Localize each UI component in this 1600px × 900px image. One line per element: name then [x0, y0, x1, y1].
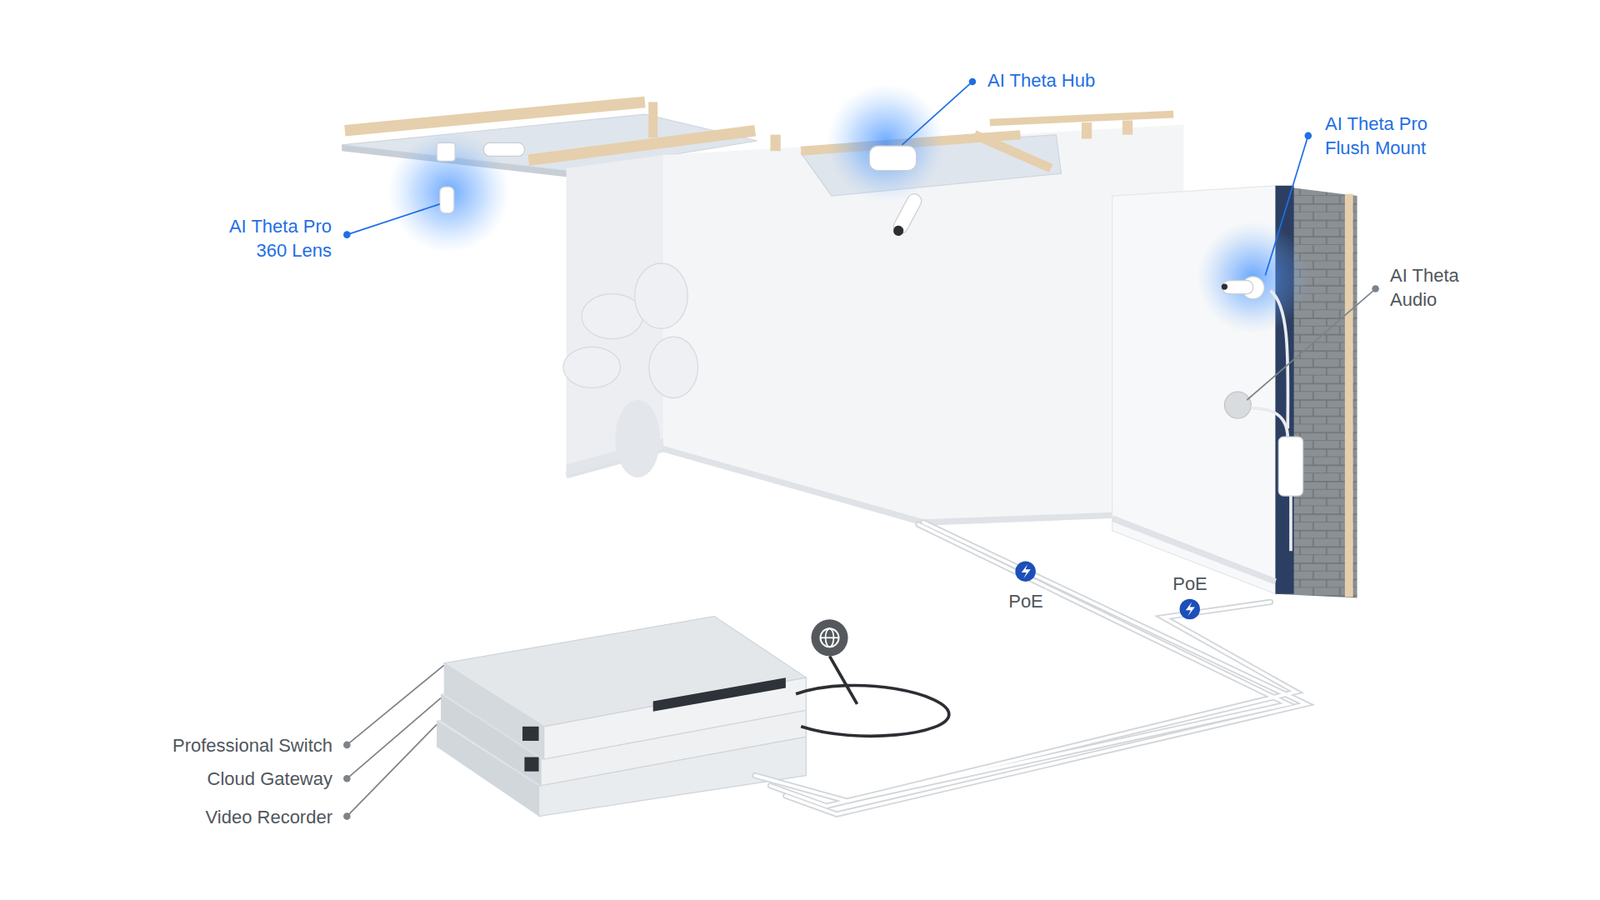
callout-label: AI Theta Pro 360 Lens: [215, 214, 332, 263]
callout-label: PoE: [1169, 571, 1211, 596]
callout-label: AI Theta Hub: [987, 68, 1095, 93]
callout-label: Cloud Gateway: [207, 766, 333, 791]
callout-label: Professional Switch: [172, 733, 333, 758]
callout-label: AI Theta Pro Flush Mount: [1325, 111, 1442, 160]
callout-label: AI Theta Audio: [1390, 263, 1482, 312]
callout-label: PoE: [1005, 589, 1047, 614]
callout-label: Video Recorder: [205, 805, 333, 830]
